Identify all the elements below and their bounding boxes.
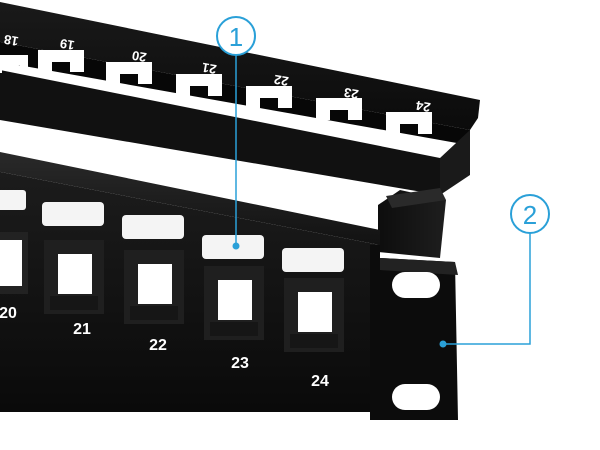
rear-number-19: 19 bbox=[59, 36, 76, 53]
port-23 bbox=[204, 266, 264, 340]
label-strip bbox=[0, 190, 26, 210]
label-strip bbox=[122, 215, 184, 239]
side-bracket bbox=[378, 188, 446, 258]
front-port-numbers: 20 21 22 23 24 bbox=[0, 305, 329, 390]
callout-2-label: 2 bbox=[523, 200, 537, 230]
mounting-holes bbox=[392, 272, 440, 410]
port-number-24: 24 bbox=[311, 373, 329, 390]
port-24 bbox=[284, 278, 344, 352]
mounting-hole-top bbox=[392, 272, 440, 298]
rear-number-18: 18 bbox=[3, 32, 20, 49]
port-22 bbox=[124, 250, 184, 324]
label-strip bbox=[42, 202, 104, 226]
keystone-ports bbox=[0, 232, 344, 352]
callout-2: 2 bbox=[439, 194, 550, 348]
port-partial bbox=[0, 232, 28, 294]
callout-1: 1 bbox=[216, 16, 256, 250]
port-21 bbox=[44, 240, 104, 314]
port-number-23: 23 bbox=[231, 355, 249, 372]
rear-bar-numbers: 18 19 20 21 22 23 24 bbox=[3, 32, 432, 115]
rear-number-20: 20 bbox=[131, 48, 148, 65]
port-number-22: 22 bbox=[149, 337, 167, 354]
rear-number-21: 21 bbox=[201, 60, 218, 77]
rear-number-23: 23 bbox=[343, 85, 360, 102]
rear-number-22: 22 bbox=[273, 72, 290, 89]
label-strip bbox=[282, 248, 344, 272]
port-number-20: 20 bbox=[0, 305, 17, 322]
mounting-hole-bottom bbox=[392, 384, 440, 410]
callout-1-label: 1 bbox=[229, 22, 243, 52]
rear-bar-slots bbox=[0, 50, 432, 134]
rear-number-24: 24 bbox=[414, 98, 432, 115]
port-number-21: 21 bbox=[73, 321, 91, 338]
